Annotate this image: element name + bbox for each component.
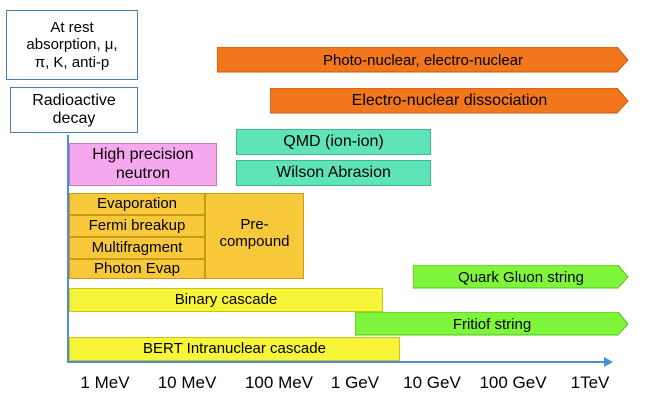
tick-1-tev: 1TeV bbox=[570, 373, 610, 392]
tick-10-mev: 10 MeV bbox=[157, 373, 217, 392]
multifragment-box: Multifragment bbox=[69, 237, 205, 259]
tick-100-gev: 100 GeV bbox=[479, 373, 547, 392]
energy-axis-arrowhead bbox=[604, 357, 613, 367]
qmd-box: QMD (ion-ion) bbox=[236, 129, 431, 155]
tick-100-mev: 100 MeV bbox=[244, 373, 314, 392]
at-rest-absorption-box: At rest absorption, μ, π, K, anti-p bbox=[6, 10, 138, 80]
evaporation-box: Evaporation bbox=[69, 193, 205, 215]
wilson-abrasion-box: Wilson Abrasion bbox=[236, 160, 431, 186]
photo-nuclear-arrow-shape bbox=[217, 47, 629, 73]
precompound-box: Pre- compound bbox=[205, 193, 304, 279]
high-precision-neutron-box: High precision neutron bbox=[69, 143, 217, 186]
binary-cascade-box: Binary cascade bbox=[69, 288, 383, 312]
quark-gluon-label: Quark Gluon string bbox=[458, 268, 584, 286]
electro-nuclear-dissociation-arrow: Electro-nuclear dissociation bbox=[270, 88, 629, 114]
tick-10-gev: 10 GeV bbox=[403, 373, 461, 392]
bert-cascade-box: BERT Intranuclear cascade bbox=[69, 337, 400, 361]
photo-nuclear-arrow: Photo-nuclear, electro-nuclear bbox=[217, 47, 629, 73]
radioactive-decay-box: Radioactive decay bbox=[10, 87, 138, 133]
electro-dissociation-label: Electro-nuclear dissociation bbox=[351, 92, 548, 109]
photon-evap-box: Photon Evap bbox=[69, 259, 205, 279]
tick-1-mev: 1 MeV bbox=[80, 373, 130, 392]
fritiof-string-arrow: Fritiof string bbox=[355, 312, 629, 336]
tick-1-gev: 1 GeV bbox=[330, 373, 380, 392]
quark-gluon-string-arrow: Quark Gluon string bbox=[413, 265, 629, 289]
axis-vertical-line bbox=[67, 135, 69, 363]
fermi-breakup-box: Fermi breakup bbox=[69, 215, 205, 237]
energy-axis-line bbox=[68, 361, 608, 363]
photo-nuclear-label: Photo-nuclear, electro-nuclear bbox=[322, 51, 524, 69]
electro-dissociation-arrow-shape bbox=[270, 88, 629, 114]
fritiof-arrow-shape bbox=[355, 312, 629, 336]
quark-gluon-arrow-shape bbox=[413, 265, 629, 289]
fritiof-label: Fritiof string bbox=[452, 315, 532, 333]
